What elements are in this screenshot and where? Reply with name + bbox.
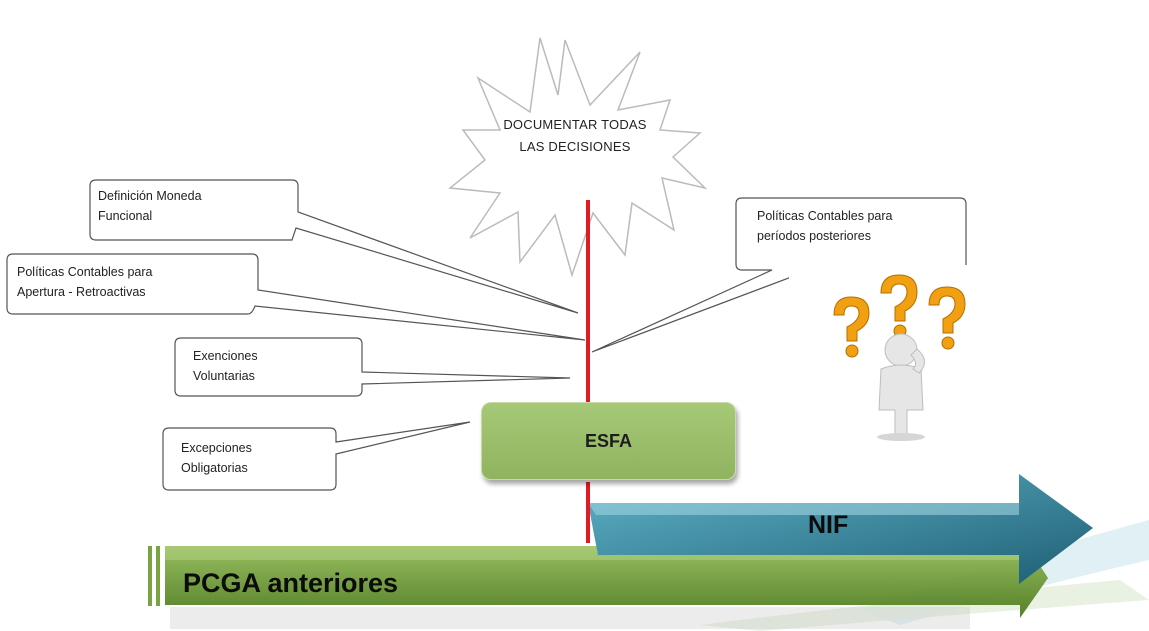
pcga-stripe-2 (156, 546, 160, 606)
callout-apertura (6, 253, 586, 341)
esfa-box: ESFA (481, 402, 736, 480)
nif-arrow (588, 474, 1093, 584)
esfa-label: ESFA (584, 430, 632, 451)
starburst (448, 37, 708, 278)
pcga-label: PCGA anteriores (183, 568, 399, 598)
callout-exenciones-line-2: Voluntarias (193, 369, 255, 383)
callout-apertura-label: Políticas Contables para Apertura - Retr… (17, 262, 153, 302)
thinking-person-icon (833, 274, 966, 441)
callout-exenciones-line-1: Exenciones (193, 349, 258, 363)
starburst-line-2: LAS DECISIONES (519, 139, 631, 154)
callout-excepciones-line-1: Excepciones (181, 441, 252, 455)
callout-apertura-line-1: Políticas Contables para (17, 265, 153, 279)
callout-excepciones-label: Excepciones Obligatorias (181, 438, 252, 478)
callout-moneda-label: Definición Moneda Funcional (98, 186, 202, 226)
callout-exenciones (174, 337, 571, 397)
question-mark-icon (880, 274, 918, 322)
callout-excepciones-line-2: Obligatorias (181, 461, 248, 475)
question-mark-icon (833, 296, 870, 342)
starburst-label: DOCUMENTAR TODAS LAS DECISIONES (470, 114, 680, 158)
callout-excepciones (162, 421, 471, 491)
callout-moneda-line-1: Definición Moneda (98, 189, 202, 203)
starburst-line-1: DOCUMENTAR TODAS (503, 117, 647, 132)
callout-moneda (89, 179, 579, 314)
callout-exenciones-label: Exenciones Voluntarias (193, 346, 258, 386)
question-illustration (789, 265, 1017, 442)
nif-label: NIF (808, 511, 849, 539)
callout-posteriores-line-2: períodos posteriores (757, 229, 871, 243)
pcga-stripe-1 (148, 546, 152, 606)
callout-posteriores (591, 197, 967, 353)
callout-apertura-line-2: Apertura - Retroactivas (17, 285, 146, 299)
callout-moneda-line-2: Funcional (98, 209, 153, 223)
question-mark-icon (928, 286, 966, 334)
callout-posteriores-label: Políticas Contables para períodos poster… (757, 206, 893, 246)
callout-posteriores-line-1: Políticas Contables para (757, 209, 893, 223)
